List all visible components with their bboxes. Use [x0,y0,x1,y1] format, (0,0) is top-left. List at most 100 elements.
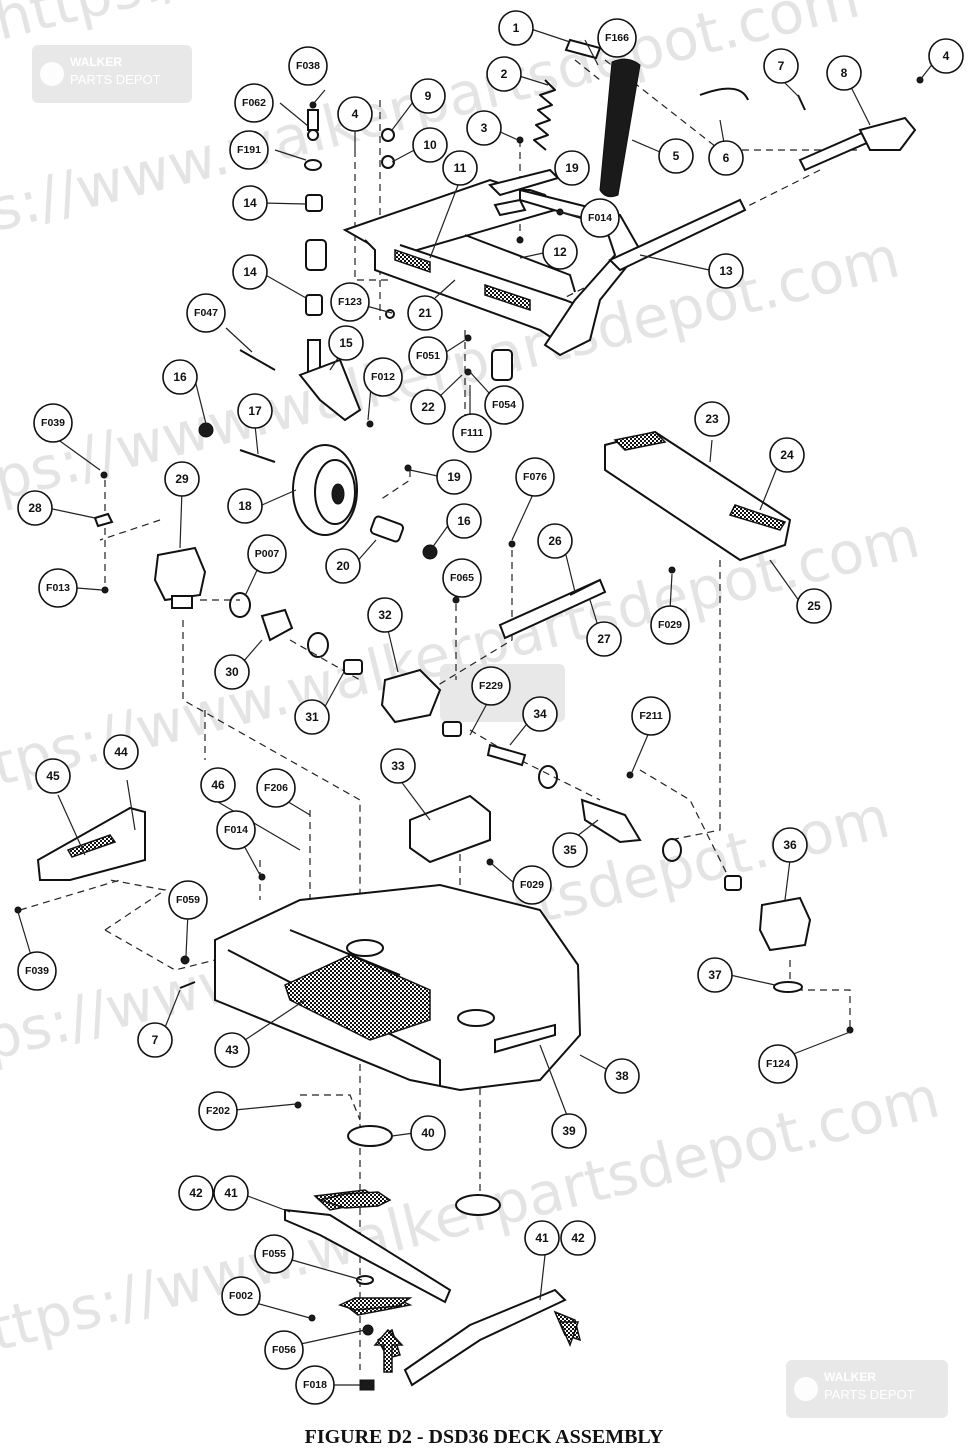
svg-text:6: 6 [723,151,730,165]
svg-text:25: 25 [807,599,821,613]
callout-13: 13 [708,253,744,289]
callout-28: 28 [17,490,53,526]
svg-text:F014: F014 [588,212,612,224]
spring-grip-part-5 [599,58,641,198]
svg-text:P007: P007 [255,548,280,560]
callout-F018: F018 [295,1365,335,1405]
svg-text:7: 7 [778,59,785,73]
svg-text:12: 12 [553,245,567,259]
mower-deck-part-38 [214,883,582,1092]
svg-text:17: 17 [248,404,262,418]
callout-10: 10 [412,127,448,163]
svg-text:F039: F039 [41,417,65,429]
svg-text:F191: F191 [237,144,261,156]
svg-text:14: 14 [243,196,257,210]
callout-7-bottom: 7 [137,1022,173,1058]
svg-text:11: 11 [454,161,467,175]
callout-F076: F076 [515,457,555,497]
svg-text:F012: F012 [371,371,395,383]
callout-41-left: 41 [213,1175,249,1211]
svg-text:F059: F059 [176,894,200,906]
svg-text:F206: F206 [264,782,288,794]
svg-text:F054: F054 [492,399,516,411]
callout-2: 2 [486,56,522,92]
gearbox-part-36 [724,875,812,993]
callout-3: 3 [466,110,502,146]
svg-text:4: 4 [352,107,359,121]
callout-34: 34 [522,696,558,732]
spring-16-left [198,422,214,438]
callout-18: 18 [227,488,263,524]
callout-F014-mid: F014 [216,810,256,850]
callout-31: 31 [294,699,330,735]
svg-text:8: 8 [841,66,848,80]
callout-F055: F055 [254,1234,294,1274]
callout-15: 15 [328,325,364,361]
callout-27: 27 [586,621,622,657]
callout-F038: F038 [288,46,328,86]
callout-25: 25 [796,588,832,624]
callout-F229: F229 [471,666,511,706]
svg-text:46: 46 [211,778,225,792]
svg-text:40: 40 [421,1126,435,1140]
callout-F047: F047 [186,293,226,333]
svg-text:21: 21 [418,306,432,320]
svg-text:3: 3 [481,121,488,135]
shield-part-23 [604,430,792,562]
coupler-30 [260,608,294,642]
callout-F029-right: F029 [650,605,690,645]
washer-16-right [422,544,438,560]
callout-44: 44 [103,734,139,770]
callout-16-left: 16 [162,359,198,395]
callout-F191: F191 [229,130,269,170]
svg-text:22: 22 [421,400,435,414]
svg-text:32: 32 [378,608,392,622]
gearbox-part-32 [380,668,442,724]
svg-text:F014: F014 [224,824,248,836]
svg-text:19: 19 [565,161,579,175]
svg-text:F051: F051 [416,350,440,362]
svg-text:F018: F018 [303,1379,327,1391]
callout-F059: F059 [168,880,208,920]
axle-17 [239,449,276,463]
callout-35: 35 [552,832,588,868]
svg-text:4: 4 [943,49,950,63]
callout-39: 39 [551,1113,587,1149]
shaft-part-34 [442,721,558,789]
svg-text:F065: F065 [450,572,474,584]
small-hardware [14,76,924,1391]
svg-text:F039: F039 [25,965,49,977]
callout-F211: F211 [631,696,671,736]
callout-32: 32 [367,597,403,633]
callout-F012: F012 [363,357,403,397]
leader-lines [17,27,935,1386]
bolt-F047 [239,349,276,371]
callout-43: 43 [214,1032,250,1068]
svg-text:30: 30 [225,665,239,679]
callout-F206: F206 [256,768,296,808]
svg-text:16: 16 [173,370,187,384]
spring-part-2 [533,79,556,151]
callout-F051: F051 [408,336,448,376]
assembly-lines [19,59,860,1370]
svg-text:41: 41 [535,1231,549,1245]
callout-F056: F056 [264,1330,304,1370]
svg-text:5: 5 [673,149,680,163]
svg-text:38: 38 [615,1069,629,1083]
bushing-20 [369,515,405,543]
callout-23: 23 [694,401,730,437]
callout-33: 33 [380,748,416,784]
svg-text:19: 19 [447,470,461,484]
coupler-part-35 [580,798,682,862]
svg-text:F055: F055 [262,1248,286,1260]
svg-text:29: 29 [175,472,189,486]
svg-text:18: 18 [238,499,252,513]
svg-text:27: 27 [597,632,611,646]
svg-text:45: 45 [46,769,60,783]
callout-24: 24 [769,437,805,473]
svg-text:31: 31 [305,710,319,724]
logo-sub-text: PARTS DEPOT [70,72,161,87]
gearbox-part-29 [153,546,207,609]
svg-text:F056: F056 [272,1344,296,1356]
